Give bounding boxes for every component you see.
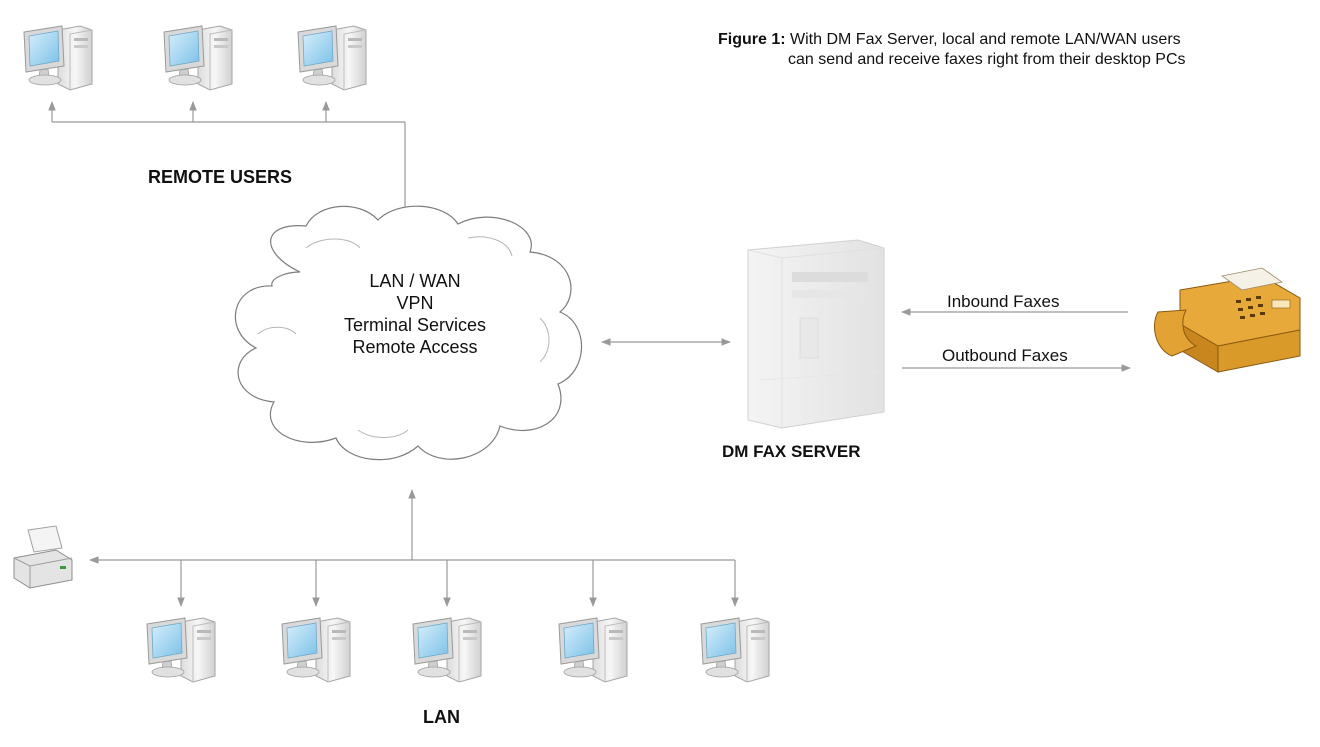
cloud-text: LAN / WAN VPN Terminal Services Remote A… xyxy=(290,270,540,358)
remote-users-label: REMOTE USERS xyxy=(148,167,293,187)
remote-connectors xyxy=(48,101,409,221)
lan-pc-icon[interactable] xyxy=(281,617,351,683)
caption-line2: can send and receive faxes right from th… xyxy=(788,51,1186,68)
cloud-line-remote-access: Remote Access xyxy=(352,337,478,357)
cloud-line-terminal-services: Terminal Services xyxy=(343,315,487,335)
fax-server-label: DM FAX SERVER xyxy=(722,442,861,461)
inbound-faxes-label: Inbound Faxes xyxy=(947,292,1060,311)
remote-pc-icon[interactable] xyxy=(163,25,233,91)
lan-pc-icon[interactable] xyxy=(412,617,482,683)
caption-line1: With DM Fax Server, local and remote LAN… xyxy=(790,31,1181,48)
printer-icon[interactable] xyxy=(13,525,73,589)
remote-pc-icon[interactable] xyxy=(23,25,93,91)
cloud-line-lan-wan: LAN / WAN xyxy=(369,271,461,291)
network-cloud-icon xyxy=(234,205,583,461)
remote-pc-icon[interactable] xyxy=(297,25,367,91)
cloud-line-vpn: VPN xyxy=(396,293,434,313)
outbound-faxes-label: Outbound Faxes xyxy=(942,346,1068,365)
fax-flow-arrows xyxy=(901,308,1131,372)
lan-label: LAN xyxy=(423,707,460,727)
server-tower-icon[interactable] xyxy=(747,239,885,429)
figure-caption: Figure 1: With DM Fax Server, local and … xyxy=(718,30,1186,70)
fax-machine-icon[interactable] xyxy=(1154,267,1301,373)
lan-pc-icon[interactable] xyxy=(558,617,628,683)
lan-connectors xyxy=(89,489,739,607)
lan-pc-icon[interactable] xyxy=(146,617,216,683)
caption-label: Figure 1: xyxy=(718,31,786,48)
lan-pc-icon[interactable] xyxy=(700,617,770,683)
